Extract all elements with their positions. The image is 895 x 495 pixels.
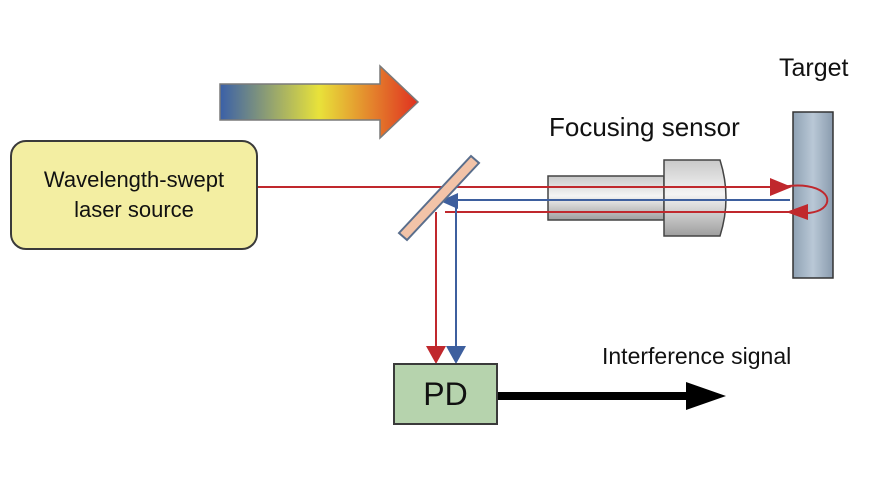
return-blue-arrowhead-icon xyxy=(440,193,458,209)
laser-source-label-line1: Wavelength-swept xyxy=(43,167,225,192)
output-arrow-icon xyxy=(686,382,726,410)
pd-box: PD xyxy=(393,363,498,425)
laser-source-label-line2: laser source xyxy=(74,197,194,222)
focusing-sensor-head xyxy=(663,159,727,237)
down-red-arrowhead-icon xyxy=(426,346,446,364)
laser-source-box: Wavelength-swept laser source xyxy=(10,140,258,250)
focusing-sensor-label: Focusing sensor xyxy=(549,112,740,142)
pd-label: PD xyxy=(423,375,468,412)
target-label: Target xyxy=(779,54,849,82)
interference-signal-label: Interference signal xyxy=(602,343,792,369)
laser-beams xyxy=(258,184,829,348)
target-plate xyxy=(792,111,834,279)
return-arrowhead-icon xyxy=(786,204,808,220)
down-blue-arrowhead-icon xyxy=(446,346,466,364)
forward-arrowhead-icon xyxy=(770,178,792,196)
beam-splitter-mirror xyxy=(397,154,481,242)
focusing-sensor-body xyxy=(547,175,665,221)
wavelength-sweep-arrow-icon xyxy=(219,64,420,140)
